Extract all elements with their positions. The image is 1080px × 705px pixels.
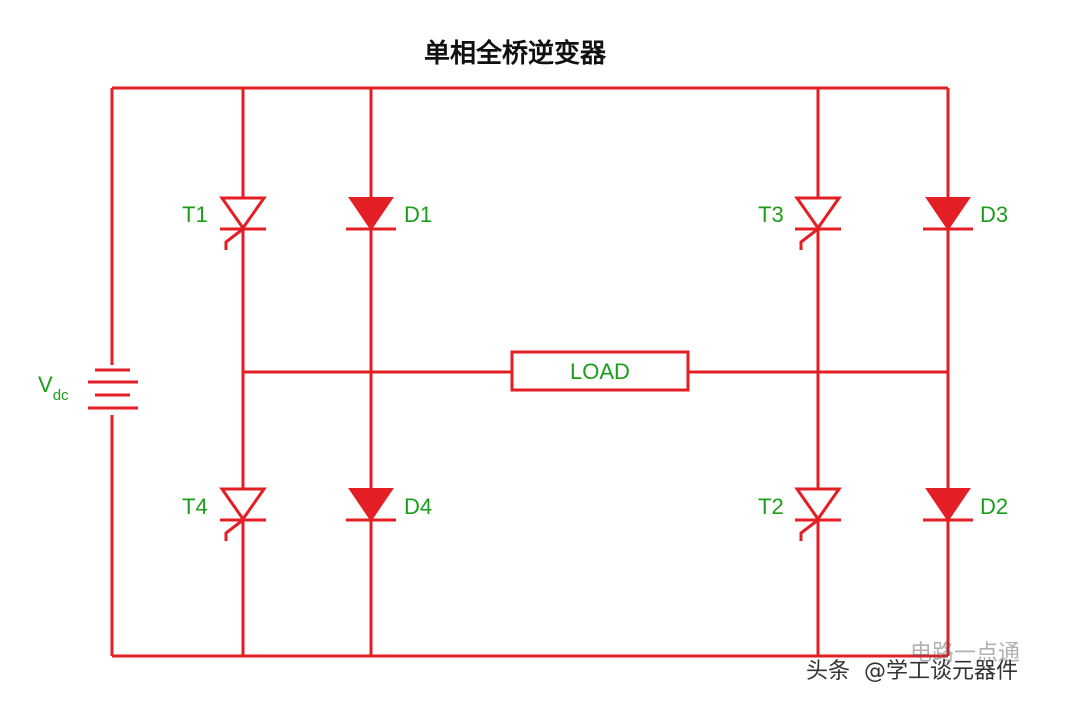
load-box — [510, 350, 690, 392]
thyristor-t1: T1 — [182, 196, 267, 250]
source-label-main: V — [38, 372, 53, 397]
thyristor-t2: T2 — [758, 487, 842, 541]
thyristor-gate — [224, 227, 244, 250]
diode-triangle — [348, 488, 394, 522]
load-label: LOAD — [570, 359, 630, 384]
diode-triangle — [925, 488, 971, 522]
t3-label: T3 — [758, 202, 784, 227]
d1-label: D1 — [404, 202, 432, 227]
d3-label: D3 — [980, 202, 1008, 227]
diode-d4: D4 — [346, 488, 432, 522]
thyristor-triangle — [794, 196, 842, 231]
thyristor-triangle — [219, 487, 267, 522]
thyristor-triangle — [794, 487, 842, 522]
watermark-prefix: 头条 — [806, 659, 850, 684]
watermark: 电路一点通 头条 @学工谈元器件 — [806, 641, 1020, 684]
source-label: Vdc — [38, 372, 69, 404]
thyristor-gate — [799, 227, 819, 250]
diode-d2: D2 — [923, 488, 1008, 522]
thyristor-gate — [799, 518, 819, 541]
diode-triangle — [348, 197, 394, 231]
thyristor-gate — [224, 518, 244, 541]
diode-d3: D3 — [923, 197, 1008, 231]
diagram-title: 单相全桥逆变器 — [424, 38, 607, 69]
diode-triangle — [925, 197, 971, 231]
watermark-overlay: 电路一点通 — [910, 641, 1020, 666]
wires — [110, 86, 950, 658]
dc-source: Vdc — [38, 365, 138, 415]
t4-label: T4 — [182, 494, 208, 519]
load-resistor: LOAD — [510, 350, 690, 392]
thyristor-triangle — [219, 196, 267, 231]
t2-label: T2 — [758, 494, 784, 519]
d4-label: D4 — [404, 494, 432, 519]
d2-label: D2 — [980, 494, 1008, 519]
source-label-subscript: dc — [53, 387, 69, 404]
thyristor-t4: T4 — [182, 487, 267, 541]
t1-label: T1 — [182, 202, 208, 227]
thyristor-t3: T3 — [758, 196, 842, 250]
diode-d1: D1 — [346, 197, 432, 231]
watermark-handle: @学工谈元器件 — [864, 659, 1018, 684]
